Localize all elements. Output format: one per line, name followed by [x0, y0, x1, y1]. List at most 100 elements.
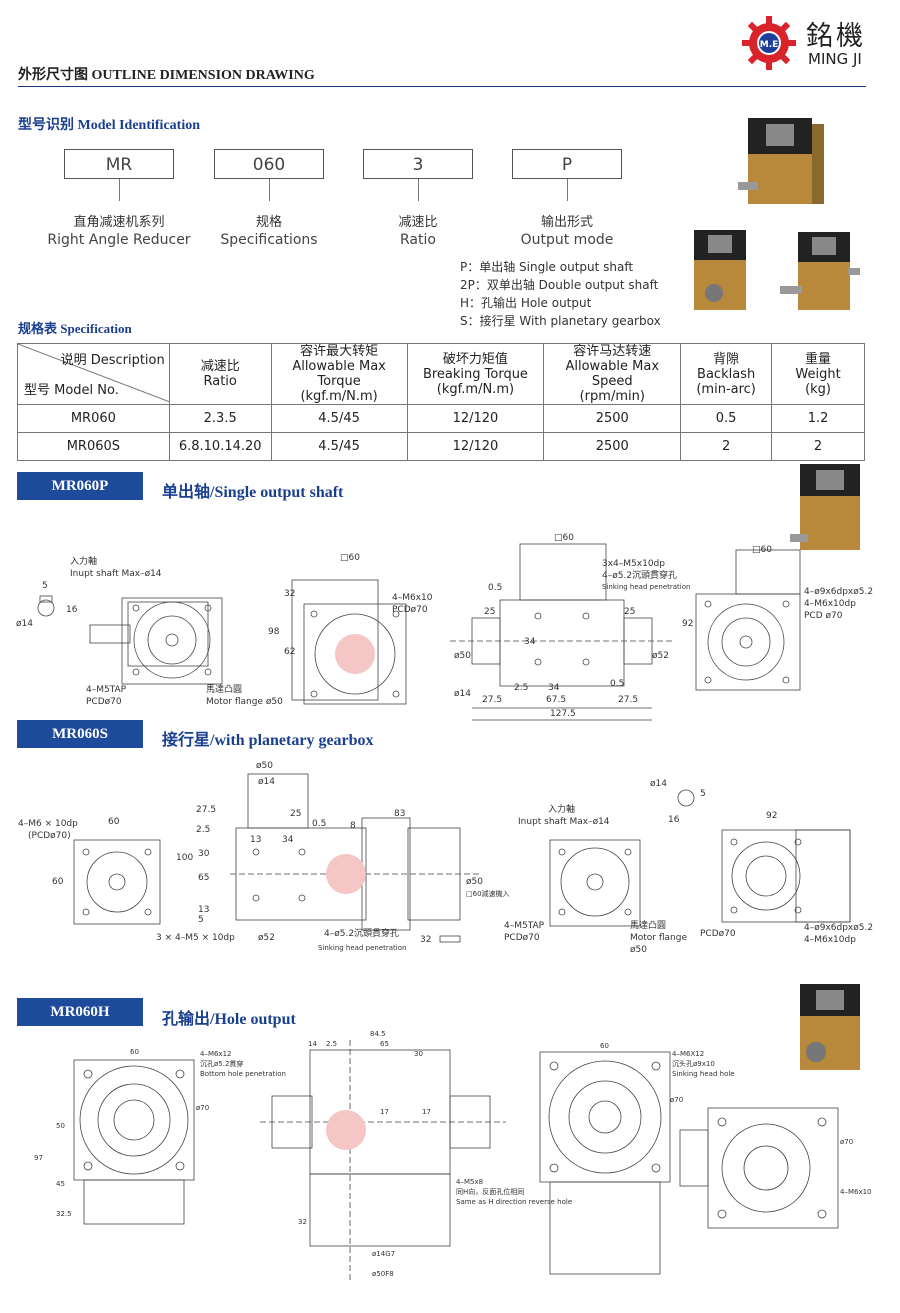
table-cell: MR060	[17, 404, 170, 433]
watermark-gear-icon	[335, 634, 375, 674]
dim-label: 84.5	[370, 1030, 386, 1038]
dim-label: 25	[624, 607, 635, 617]
dim-label: 16	[668, 815, 680, 825]
dim-label: 4–M6x10	[840, 1188, 872, 1196]
dim-label: 4–M6x10dp	[804, 599, 856, 609]
header-unit: (rpm/min)	[579, 389, 645, 404]
dim-label: 97	[34, 1154, 43, 1162]
table-cell: 4.5/45	[270, 404, 408, 433]
model-box-ratio: 3	[363, 149, 473, 179]
dim-label: 98	[268, 627, 280, 637]
header-cn: 背隙	[713, 351, 740, 367]
dim-label: 4–M5TAP	[86, 685, 127, 695]
dim-label: 4–M5TAP	[504, 921, 545, 931]
dim-label: 3x4–M5x10dp	[602, 559, 665, 569]
header-cn: 减速比	[200, 359, 240, 374]
dim-label: 4–M6x12	[200, 1050, 232, 1058]
dim-label: 83	[394, 809, 405, 819]
dim-label: 2.5	[326, 1040, 337, 1048]
model-caption-cn: 规格	[255, 215, 282, 230]
table-cell: 0.5	[680, 404, 773, 433]
logo-chinese: 銘機	[806, 21, 866, 51]
dim-label: □60	[340, 553, 360, 563]
dim-label: (PCDø70)	[28, 831, 71, 841]
table-cell: MR060S	[17, 432, 170, 461]
product-image-p	[738, 118, 824, 204]
dim-label: 25	[290, 809, 301, 819]
header-en: Allowable Max Speed	[565, 359, 660, 389]
table-cell: 6.8.10.14.20	[168, 432, 272, 461]
section-title-h: 孔输出/Hole output	[162, 1011, 296, 1028]
logo-mark: M.E	[760, 40, 779, 50]
dim-label: 62	[284, 647, 295, 657]
corner-top-label: 说明 Description	[60, 353, 165, 368]
header-en: Weight	[795, 366, 841, 382]
header-divider	[18, 86, 866, 87]
dim-label: 32	[420, 935, 431, 945]
section-band-h: MR060H	[17, 998, 143, 1026]
dim-label: 92	[682, 619, 693, 629]
dim-label: 14	[308, 1040, 317, 1048]
dim-label: 34	[548, 683, 560, 693]
header-unit: (kgf.m/N.m)	[300, 389, 378, 404]
header-cn: 容许马达转速	[573, 344, 652, 359]
corner-diagonal	[18, 344, 170, 402]
dim-label: ø14	[454, 689, 471, 699]
drawing-mr060h: 60 4–M6x12 沉孔ø5.2貫穿 Bottom hole penetrat…	[34, 1030, 872, 1280]
table-cell: 2	[680, 432, 773, 461]
dim-label: 5	[198, 915, 204, 925]
dim-label: 65	[198, 873, 209, 883]
dim-label: 27.5	[482, 695, 502, 705]
dim-label: 32.5	[56, 1210, 72, 1218]
mode-item: P：单出轴 Single output shaft	[460, 260, 634, 274]
header-en: Breaking Torque	[422, 366, 528, 382]
dim-label: PCDø70	[504, 933, 540, 943]
dim-label: 入力軸	[548, 803, 575, 815]
dim-label: 32	[284, 589, 295, 599]
table-cell: 12/120	[406, 404, 545, 433]
section-band-p: MR060P	[17, 472, 143, 500]
dim-label: 4–ø9x6dpxø5.2	[804, 587, 873, 597]
spec-corner-cell: 说明 Description 型号 Model No.	[17, 343, 170, 405]
model-caption-en: Output mode	[520, 232, 614, 248]
mode-item: H：孔输出 Hole output	[460, 296, 592, 310]
watermark-gear-icon	[326, 1110, 366, 1150]
dim-label: ø50	[256, 761, 273, 771]
dim-label: 5	[42, 581, 48, 591]
model-caption-cn: 直角减速机系列	[73, 215, 165, 230]
dim-label: 沉孔ø5.2貫穿	[200, 1059, 243, 1068]
model-caption-cn: 输出形式	[540, 215, 593, 230]
dim-label: 60	[600, 1042, 609, 1050]
table-cell: 2.3.5	[168, 404, 272, 433]
spec-title: 规格表 Specification	[18, 318, 132, 337]
header-en: Backlash	[697, 366, 756, 382]
dim-label: ø52	[652, 651, 669, 661]
section-title-p: 单出轴/Single output shaft	[162, 484, 344, 501]
table-cell: 2	[771, 432, 865, 461]
dim-label: 60	[52, 877, 64, 887]
corner-bottom-label: 型号 Model No.	[24, 383, 119, 398]
dim-label: Bottom hole penetration	[200, 1070, 286, 1078]
dim-label: 2.5	[196, 825, 210, 835]
dim-label: PCDø70	[700, 929, 736, 939]
dim-label: 17	[380, 1108, 389, 1116]
mode-item: S：接行星 With planetary gearbox	[460, 314, 661, 328]
table-cell: 2500	[543, 432, 682, 461]
dim-label: ø50	[466, 877, 483, 887]
dim-label: Motor flange ø50	[206, 697, 283, 707]
product-image-2p	[694, 230, 860, 310]
model-caption-en: Specifications	[220, 232, 318, 248]
page-title-en: OUTLINE DIMENSION DRAWING	[91, 68, 315, 83]
page-title: 外形尺寸图 OUTLINE DIMENSION DRAWING	[18, 64, 315, 84]
dim-label: 45	[56, 1180, 65, 1188]
dim-label: 4–M6x10dp	[804, 935, 856, 945]
dim-label: 16	[66, 605, 78, 615]
dim-label: 3 × 4–M5 × 10dp	[156, 933, 235, 943]
spec-title-cn: 规格表	[18, 321, 58, 336]
